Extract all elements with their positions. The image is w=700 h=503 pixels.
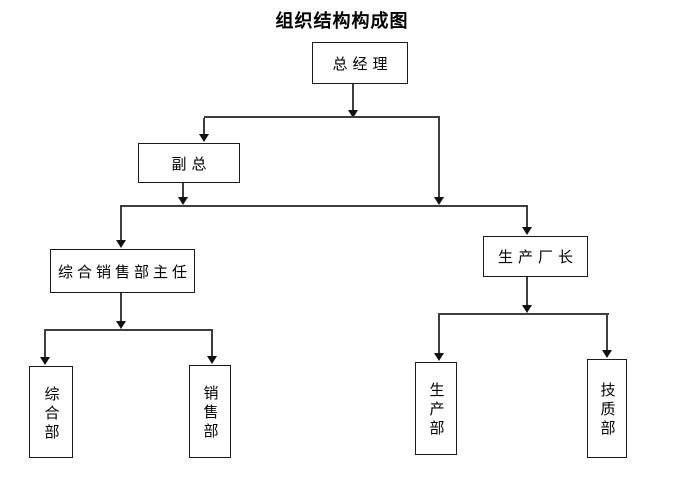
node-production-dept: 生产部	[415, 362, 457, 455]
node-deputy-general-manager-label: 副总	[171, 155, 212, 173]
connector-factory-manager-down-line	[526, 277, 528, 306]
node-sales-dept: 销售部	[189, 365, 231, 458]
connector-bus3-line	[44, 329, 213, 331]
connector-sales-director-down-arrow	[116, 321, 126, 329]
node-production-dept-label: 生产部	[427, 382, 445, 439]
node-production-factory-manager: 生产厂长	[483, 236, 588, 277]
connector-to-comprehensive-dept-arrow	[40, 357, 50, 365]
connector-to-sales-dept-line	[211, 331, 213, 357]
node-deputy-general-manager: 副总	[138, 143, 240, 183]
connector-right-branch-line	[438, 118, 440, 199]
connector-factory-manager-down-arrow	[522, 305, 532, 313]
connector-to-factory-manager-line	[526, 207, 528, 228]
connector-to-tech-quality-dept-line	[606, 315, 608, 351]
node-sales-dept-label: 销售部	[201, 385, 219, 442]
node-comprehensive-dept: 综合部	[29, 366, 73, 458]
connector-right-branch-arrow	[434, 197, 444, 205]
connector-gm-down-line	[352, 84, 354, 110]
connector-bus4-line	[438, 313, 609, 315]
connector-to-tech-quality-dept-arrow	[602, 350, 612, 358]
connector-to-comprehensive-dept-line	[44, 331, 46, 358]
connector-deputy-down-arrow	[178, 197, 188, 205]
node-tech-quality-dept-label: 技质部	[598, 382, 616, 439]
connector-to-sales-director-arrow	[116, 240, 126, 248]
node-comprehensive-sales-director: 综合销售部主任	[50, 249, 195, 293]
connector-gm-down-arrow	[348, 110, 358, 118]
node-comprehensive-sales-director-label: 综合销售部主任	[57, 263, 191, 281]
connector-to-sales-director-line	[120, 207, 122, 241]
chart-title: 组织结构构成图	[275, 11, 409, 31]
connector-sales-director-down-line	[120, 293, 122, 322]
connector-bus2-line	[120, 205, 528, 207]
connector-to-sales-dept-arrow	[207, 356, 217, 364]
node-production-factory-manager-label: 生产厂长	[497, 249, 578, 266]
connector-to-deputy-line	[203, 118, 205, 135]
connector-deputy-down-line	[182, 183, 184, 199]
connector-to-production-dept-arrow	[434, 353, 444, 361]
node-tech-quality-dept: 技质部	[587, 359, 627, 458]
node-general-manager: 总经理	[312, 42, 408, 84]
node-general-manager-label: 总经理	[332, 55, 393, 73]
connector-bus1-line	[204, 116, 440, 118]
connector-to-deputy-arrow	[199, 134, 209, 142]
node-comprehensive-dept-label: 综合部	[42, 385, 60, 443]
connector-to-factory-manager-arrow	[522, 227, 532, 235]
connector-to-production-dept-line	[438, 315, 440, 354]
